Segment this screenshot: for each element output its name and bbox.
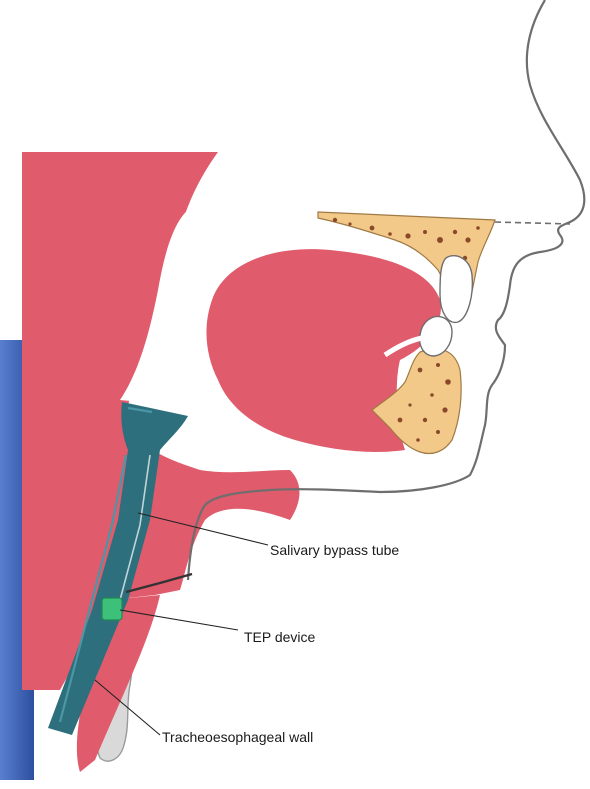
nasal-dashed-line bbox=[495, 222, 570, 224]
upper-teeth bbox=[440, 256, 472, 323]
tep-device bbox=[102, 598, 122, 620]
label-tep-device: TEP device bbox=[244, 629, 316, 645]
label-tracheoesophageal-wall: Tracheoesophageal wall bbox=[162, 729, 313, 745]
label-salivary-bypass-tube: Salivary bypass tube bbox=[270, 542, 399, 558]
